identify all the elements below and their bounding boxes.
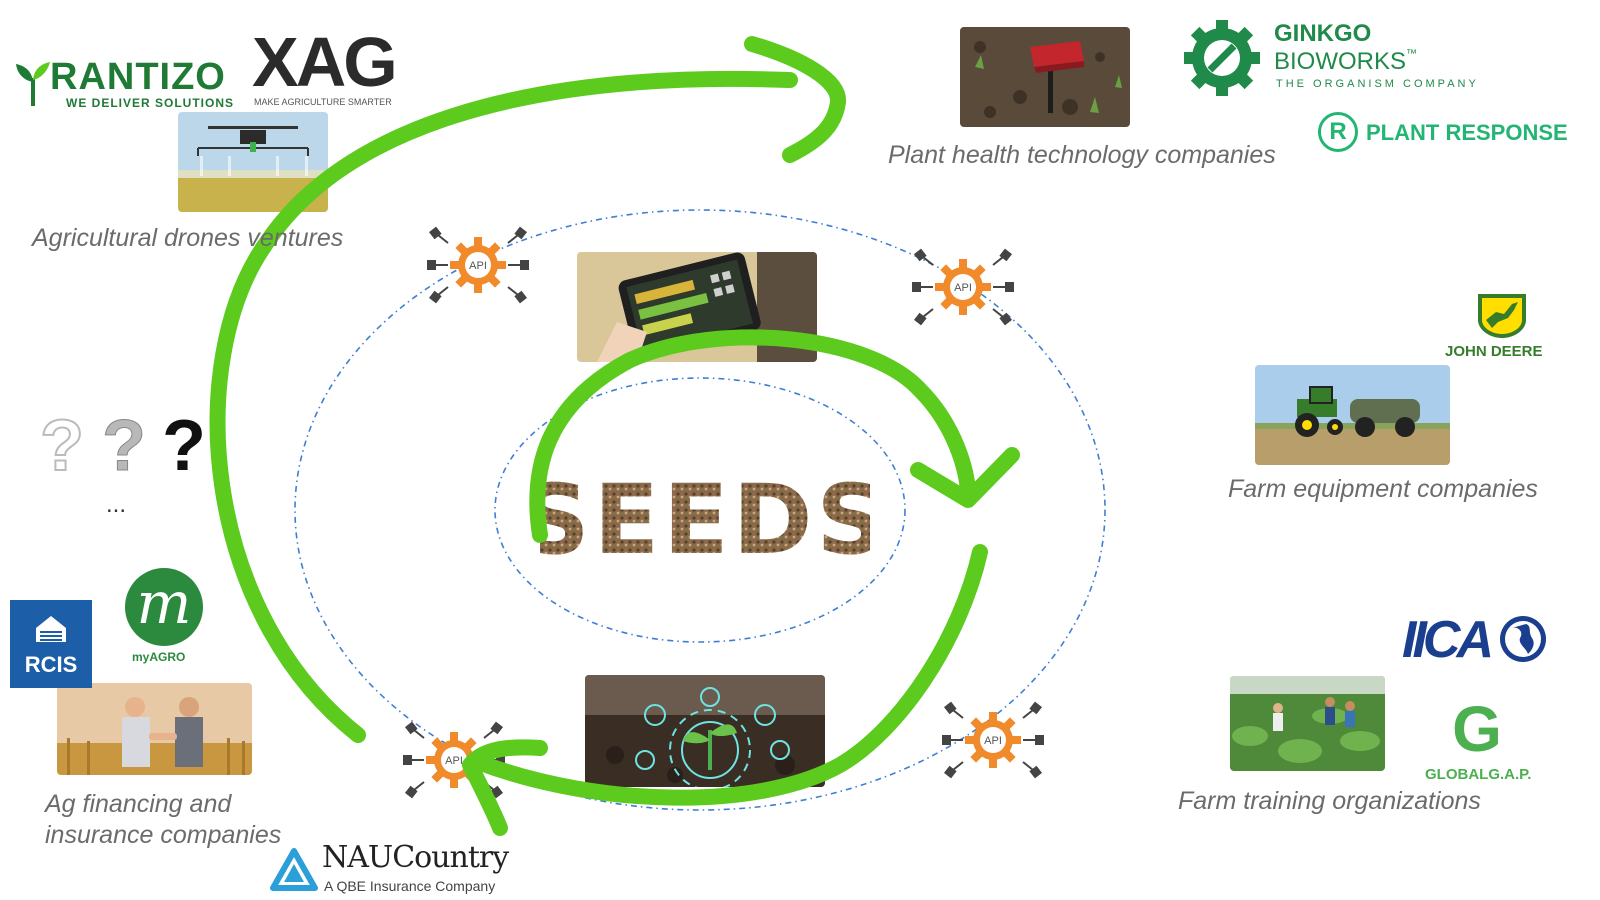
xag-logo: XAG MAKE AGRICULTURE SMARTER [252, 22, 412, 112]
trademark-mark: ™ [1406, 48, 1418, 60]
plant-health-caption: Plant health technology companies [888, 141, 1276, 169]
seeds-label: SEEDS [540, 468, 870, 568]
unknown-ventures: ? ? ? ... [39, 405, 220, 535]
seedling-tech-photo [585, 675, 825, 787]
question-mark-icon: ? [102, 406, 147, 487]
globe-icon [1500, 616, 1546, 662]
inner-flow-arrow [529, 329, 976, 543]
outer-arrowhead [744, 36, 846, 163]
nau-name: NAUCountry [322, 840, 509, 875]
globalgap-logo: G GLOBALG.A.P. [1425, 693, 1555, 793]
deer-icon [1478, 294, 1526, 338]
tractor-photo [1255, 365, 1450, 465]
outer-orbit [294, 209, 1106, 811]
outer-flow-arrow [209, 70, 798, 743]
sprout-icon [16, 62, 50, 106]
finance-caption-line2: insurance companies [45, 821, 282, 849]
question-mark-icon: ? [39, 405, 85, 487]
inner-arrowhead [910, 447, 1020, 508]
plant-response-logo: R PLANT RESPONSE [1318, 112, 1600, 162]
tablet-photo [577, 252, 817, 362]
seeds-title: SEEDS [540, 468, 870, 568]
iica-logo: IICA [1402, 610, 1552, 670]
training-photo [1230, 676, 1385, 771]
api-connector-icon: API [942, 702, 1044, 778]
myagro-mark: m [125, 568, 203, 646]
rcis-logo: RCIS [10, 600, 92, 688]
plant-response-name: PLANT RESPONSE [1366, 120, 1568, 145]
globalgap-name: GLOBALG.A.P. [1425, 766, 1532, 783]
rantizo-name: RANTIZO [50, 56, 226, 98]
john-deere-name: JOHN DEERE [1445, 343, 1543, 360]
barn-icon [36, 616, 66, 642]
ginkgo-line2: BIOWORKS™ [1274, 48, 1418, 75]
ginkgo-logo: GINKGO BIOWORKS™ THE ORGANISM COMPANY [1182, 18, 1542, 103]
ginkgo-tagline: THE ORGANISM COMPANY [1276, 78, 1479, 90]
myagro-logo: m myAGRO [120, 568, 210, 668]
ginkgo-line1: GINKGO [1274, 20, 1372, 47]
drones-caption: Agricultural drones ventures [32, 224, 344, 252]
myagro-name: myAGRO [132, 650, 186, 664]
rcis-name: RCIS [24, 652, 78, 677]
rantizo-logo: RANTIZO WE DELIVER SOLUTIONS [14, 50, 254, 110]
api-connector-icon: API [912, 249, 1014, 325]
plant-response-mark: R [1318, 112, 1358, 152]
rantizo-tagline: WE DELIVER SOLUTIONS [66, 96, 235, 110]
xag-tagline: MAKE AGRICULTURE SMARTER [254, 97, 392, 107]
lower-arrowhead [462, 739, 548, 836]
ellipsis: ... [106, 491, 127, 518]
inner-orbit [494, 377, 906, 643]
xag-name: XAG [252, 23, 398, 101]
api-label: API [469, 260, 487, 272]
globalgap-mark: G [1452, 693, 1502, 765]
finance-caption-line1: Ag financing and [45, 790, 232, 818]
api-label: API [954, 282, 972, 294]
ginkgo-gear-icon [1184, 20, 1260, 96]
iica-name: IICA [1402, 611, 1494, 669]
api-connector-icon: API [403, 722, 505, 798]
lower-flow-arrow [470, 544, 988, 806]
john-deere-logo: JOHN DEERE [1440, 290, 1580, 365]
nau-triangle-icon [270, 848, 318, 891]
soil-sensor-photo [960, 27, 1130, 127]
api-connector-icon: API [427, 227, 529, 303]
handshake-photo [57, 683, 252, 775]
nau-tagline: A QBE Insurance Company [324, 878, 496, 894]
nau-country-logo: NAUCountry A QBE Insurance Company [270, 840, 540, 900]
question-mark-icon: ? [162, 406, 206, 486]
api-label: API [445, 755, 463, 767]
api-label: API [984, 735, 1002, 747]
training-caption: Farm training organizations [1178, 787, 1481, 815]
equipment-caption: Farm equipment companies [1228, 475, 1538, 503]
